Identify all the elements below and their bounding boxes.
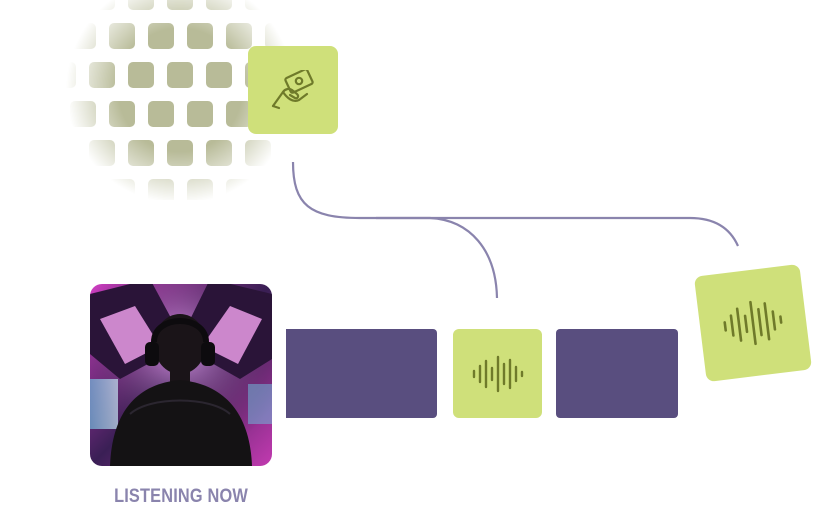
grid-square (109, 23, 135, 49)
grid-square (148, 23, 174, 49)
audio-waveform-icon (472, 355, 523, 392)
grid-square (284, 0, 310, 10)
grid-square (167, 0, 193, 10)
grid-square (245, 0, 271, 10)
audio-tile-inline (453, 329, 542, 418)
audio-tile-floating (693, 263, 813, 383)
grid-square (89, 62, 115, 88)
grid-square (148, 101, 174, 127)
purple-block-right (556, 329, 678, 418)
payment-tile (248, 46, 338, 134)
grid-square (128, 0, 154, 10)
grid-square (206, 62, 232, 88)
grid-square (206, 140, 232, 166)
grid-square (89, 140, 115, 166)
listening-now-photo (90, 284, 272, 466)
grid-square (128, 140, 154, 166)
grid-square (70, 23, 96, 49)
grid-square (167, 140, 193, 166)
purple-block-left (286, 329, 437, 418)
grid-square (245, 140, 271, 166)
grid-square (89, 0, 115, 10)
grid-square (50, 0, 76, 10)
connector-to-wave-mid (376, 216, 499, 299)
grid-square (167, 62, 193, 88)
person-with-headphones-image (90, 284, 272, 466)
grid-square (128, 62, 154, 88)
listening-now-caption: LISTENING NOW (114, 486, 248, 507)
grid-square (265, 23, 291, 49)
grid-square (226, 23, 252, 49)
grid-square (70, 101, 96, 127)
grid-square (187, 101, 213, 127)
audio-waveform-icon (723, 300, 783, 346)
grid-square (109, 101, 135, 127)
grid-square (187, 23, 213, 49)
hand-cash-icon (271, 70, 314, 110)
grid-square (206, 0, 232, 10)
grid-square (226, 101, 252, 127)
connector-from-payment (291, 161, 740, 247)
